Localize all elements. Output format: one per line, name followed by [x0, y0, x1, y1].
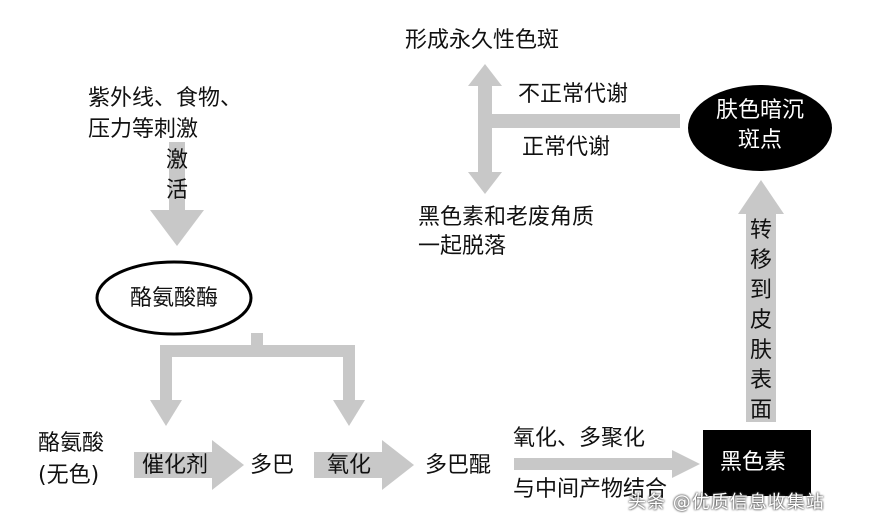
activate-label: 激活: [165, 148, 188, 203]
melanin-arrow-shaft: [514, 458, 674, 470]
enzyme-label: 酪氨酸酶: [130, 286, 219, 311]
transfer-arrow-head: [738, 180, 784, 214]
enzyme-bracket-right-leg: [343, 345, 355, 403]
oxidation-label: 氧化: [327, 453, 372, 478]
dark-spots-label-line1: 肤色暗沉斑点: [715, 98, 804, 153]
shed-label-line1: 黑色素和老废角质: [418, 205, 595, 230]
shed-label-line2: 一起脱落: [418, 234, 507, 259]
transfer-label: 转移到皮肤表面: [749, 218, 772, 423]
catalyst-arrow-head: [212, 440, 244, 490]
normal-metabolism-label: 正常代谢: [522, 135, 611, 160]
transfer-arrow-shaft: [746, 212, 776, 422]
oxidation-arrow-shaft: [314, 452, 384, 478]
dopa-label: 多巴: [250, 453, 295, 478]
oxidation-polymerization-label: 氧化、多聚化: [513, 426, 646, 451]
colorless-label: (无色): [38, 463, 100, 488]
dopaquinone-label: 多巴醌: [425, 453, 492, 478]
melanin-node: [703, 430, 811, 496]
metabolism-branch-bar: [478, 114, 680, 128]
metabolism-branch-down: [478, 114, 492, 174]
stimulus-label-line1: 紫外线、食物、: [88, 86, 243, 111]
watermark: 头条 @优质信息收集站: [628, 492, 825, 513]
enzyme-bracket-left-leg: [160, 345, 172, 403]
activate-arrow-shaft: [169, 142, 185, 210]
dark-spots-node: [688, 85, 832, 171]
catalyst-label: 催化剂: [142, 453, 209, 478]
activate-arrow-head: [150, 210, 204, 246]
stimulus-label-line2: 压力等刺激: [88, 117, 199, 142]
tyrosine-label: 酪氨酸: [38, 431, 105, 456]
enzyme-bracket-right-head: [333, 400, 365, 426]
enzyme-bracket-bar: [160, 345, 355, 357]
enzyme-bracket-left-head: [150, 400, 182, 426]
catalyst-arrow-shaft: [134, 452, 214, 478]
enzyme-node: [95, 260, 253, 336]
melanin-label: 黑色素: [720, 450, 787, 475]
abnormal-metabolism-label: 不正常代谢: [518, 82, 629, 107]
combine-intermediate-label: 与中间产物结合: [513, 477, 668, 502]
melanin-arrow-head: [672, 450, 700, 478]
metabolism-branch-down-head: [468, 172, 502, 194]
metabolism-branch-up-head: [468, 64, 502, 86]
permanent-spots-label: 形成永久性色斑: [405, 28, 560, 53]
oxidation-arrow-head: [382, 440, 414, 490]
